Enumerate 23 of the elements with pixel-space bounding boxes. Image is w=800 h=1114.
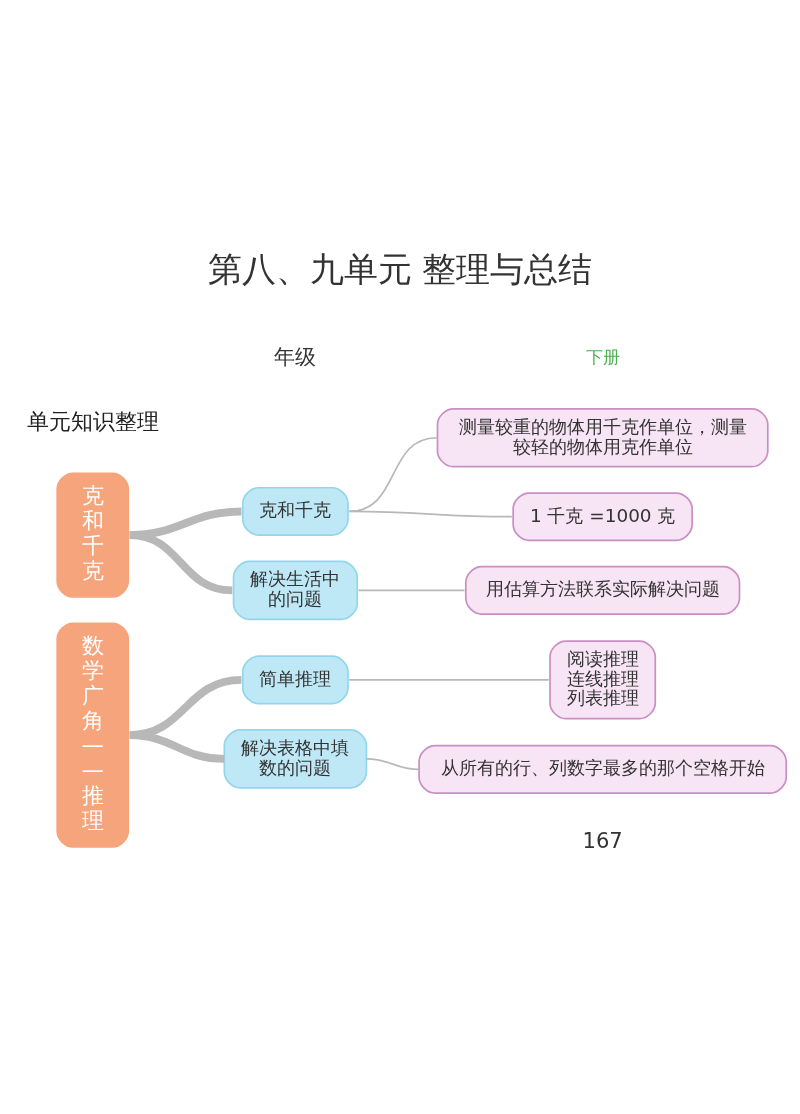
diagram-title: 第八、九单元 整理与总结 bbox=[207, 248, 593, 289]
node-box: 简单推理 bbox=[241, 654, 349, 704]
node-box: 解决生活中的问题 bbox=[232, 560, 359, 620]
connector bbox=[357, 589, 466, 591]
node-box: 测量较重的物体用千克作单位，测量较轻的物体用克作单位 bbox=[436, 407, 769, 468]
connector bbox=[129, 530, 233, 594]
label: 下册 bbox=[585, 346, 620, 367]
connector bbox=[348, 510, 513, 518]
node-box: 解决表格中填数的问题 bbox=[223, 728, 368, 789]
node-box: 克和千克 bbox=[241, 486, 349, 536]
label: 单元知识整理 bbox=[26, 407, 159, 434]
node-box: 用估算方法联系实际解决问题 bbox=[464, 565, 741, 615]
label: 年级 bbox=[274, 343, 317, 369]
connector bbox=[348, 436, 438, 512]
node-box: 1 千克 =1000 克 bbox=[512, 491, 693, 541]
node-box: 从所有的行、列数字最多的那个空格开始 bbox=[418, 744, 788, 794]
connector bbox=[365, 757, 420, 770]
node-box: 阅读推理 连线推理 列表推理 bbox=[549, 639, 657, 720]
node-box: 克和千克 bbox=[56, 471, 130, 598]
node-box: 数学广角——推理 bbox=[56, 621, 130, 848]
connector bbox=[129, 730, 225, 763]
label: 167 bbox=[582, 827, 623, 853]
connector bbox=[348, 678, 550, 681]
